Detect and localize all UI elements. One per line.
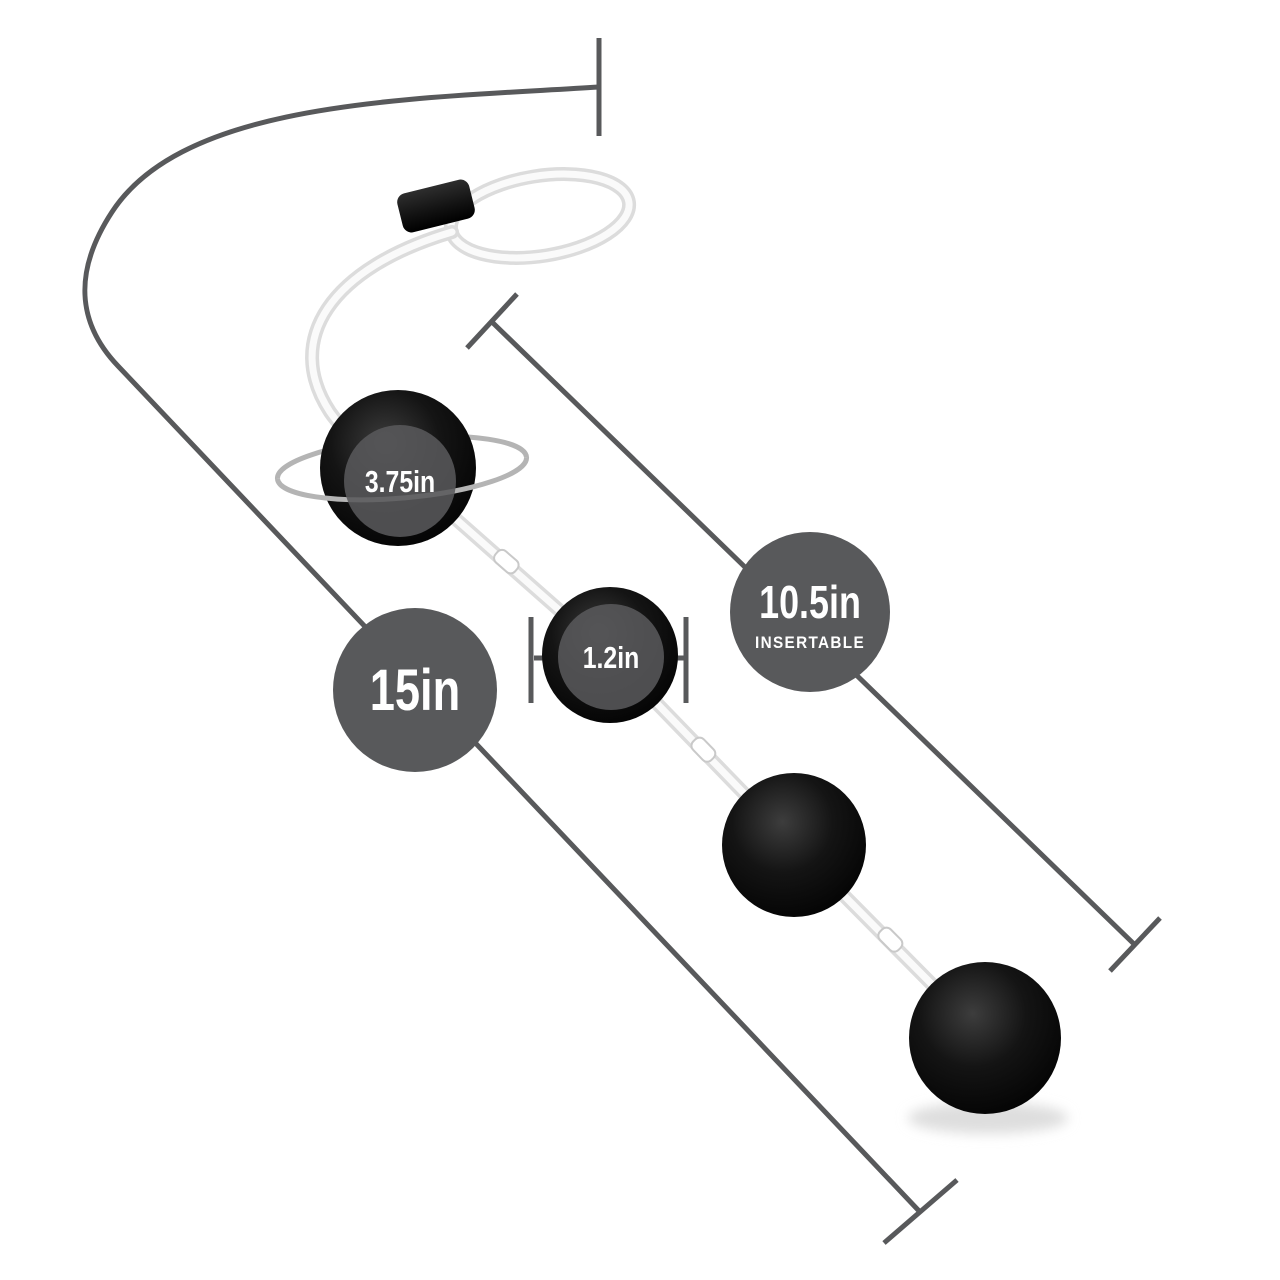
badge-circumference-circle bbox=[344, 425, 456, 537]
badge-insertable-label: 10.5in bbox=[759, 577, 861, 628]
diameter-caliper bbox=[528, 617, 689, 703]
badge-insertable-sublabel: INSERTABLE bbox=[755, 633, 865, 652]
dimension-total-length bbox=[82, 38, 959, 1245]
badge-diameter: 1.2in bbox=[558, 604, 664, 710]
cord-collar-1 bbox=[493, 548, 520, 575]
bead-4 bbox=[909, 962, 1061, 1114]
cord-collar-2 bbox=[690, 736, 717, 763]
cord-collar-3 bbox=[877, 926, 904, 953]
bead-3 bbox=[722, 773, 866, 917]
badge-diameter-label: 1.2in bbox=[583, 640, 639, 674]
badge-total-length-circle bbox=[333, 608, 497, 772]
dimension-total-curve bbox=[82, 84, 922, 1214]
badge-total-length: 15in bbox=[333, 608, 497, 772]
bead-4-shadow bbox=[908, 1102, 1068, 1134]
badge-total-length-label: 15in bbox=[370, 659, 461, 724]
slider-bead bbox=[397, 179, 475, 233]
cord-loop bbox=[443, 167, 637, 265]
dimension-total-tick-end bbox=[882, 1178, 959, 1245]
badge-insertable-circle bbox=[730, 532, 890, 692]
dimension-insertable-tick-start bbox=[465, 292, 519, 350]
badge-circumference: 3.75in bbox=[344, 425, 456, 537]
badge-insertable: 10.5in INSERTABLE bbox=[730, 532, 890, 692]
badge-diameter-circle bbox=[558, 604, 664, 710]
badge-circumference-label: 3.75in bbox=[365, 464, 435, 498]
dimension-insertable-tick-end bbox=[1108, 916, 1162, 973]
